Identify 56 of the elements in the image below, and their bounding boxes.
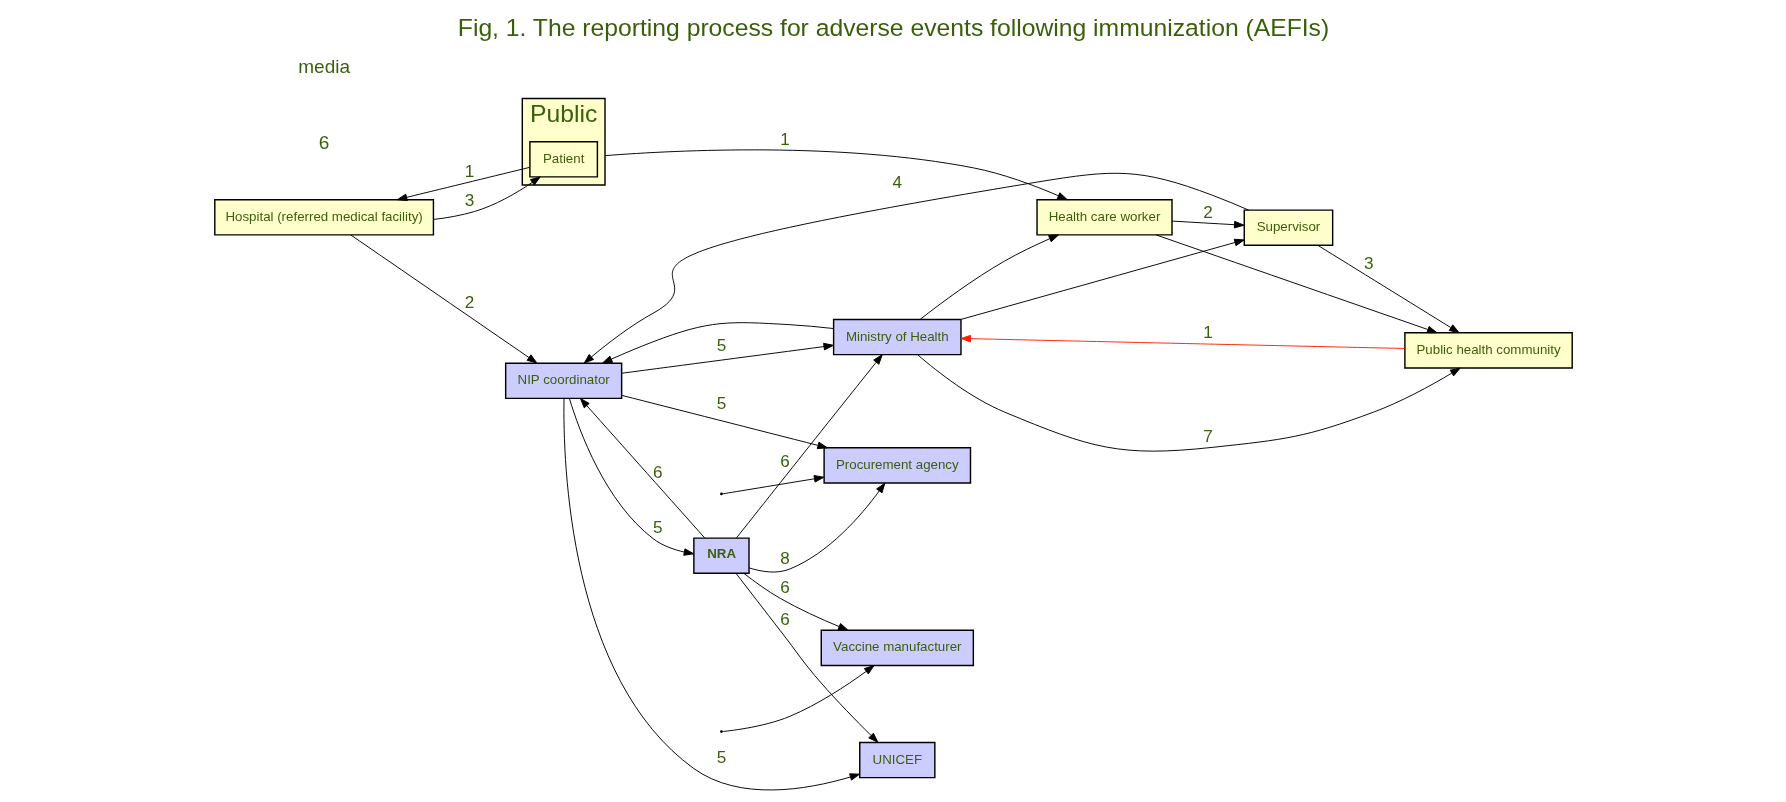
label: 6 bbox=[318, 131, 329, 153]
arrow bbox=[735, 354, 883, 539]
arrow bbox=[568, 398, 694, 556]
edge-label: 6 bbox=[652, 463, 663, 483]
edge-label: 5 bbox=[652, 518, 663, 538]
arrow bbox=[579, 398, 705, 539]
node-box: Public health community bbox=[1403, 332, 1573, 369]
edge-label: 5 bbox=[716, 748, 726, 768]
arrow bbox=[396, 166, 530, 202]
node-box: Hospital (referred medical facility) bbox=[213, 198, 434, 236]
edge-label: 6 bbox=[779, 610, 790, 630]
arrow bbox=[919, 234, 1059, 320]
arrow bbox=[1317, 245, 1460, 334]
node-box: Procurement agency bbox=[822, 447, 971, 484]
edge-label: 6 bbox=[779, 451, 790, 471]
node-box: NIP coordinator bbox=[504, 362, 622, 400]
arrow bbox=[735, 572, 878, 743]
edge-label: 3 bbox=[464, 191, 474, 211]
edge-label: 5 bbox=[716, 393, 726, 413]
edge-label: 2 bbox=[1202, 202, 1213, 222]
edge-label: 1 bbox=[779, 130, 790, 150]
arrow bbox=[583, 172, 1249, 364]
arrow bbox=[621, 342, 834, 374]
edge-label: 3 bbox=[1363, 253, 1374, 273]
node-box: Vaccine manufacturer bbox=[820, 629, 974, 667]
arrow bbox=[604, 149, 1068, 201]
arrow bbox=[349, 234, 537, 364]
node-box: Ministry of Health bbox=[832, 318, 962, 356]
edge-label: 1 bbox=[1202, 323, 1213, 343]
arrow bbox=[748, 482, 885, 573]
label: media bbox=[297, 55, 350, 77]
arrow bbox=[601, 322, 834, 364]
node-box: UNICEF bbox=[858, 741, 936, 779]
arrow bbox=[432, 176, 541, 220]
arrow bbox=[916, 354, 1461, 452]
node-box: NRA bbox=[692, 537, 750, 574]
edge-label: 5 bbox=[716, 335, 726, 355]
edge-label: 2 bbox=[464, 292, 474, 312]
edge-label: 7 bbox=[1202, 426, 1213, 446]
arrow bbox=[1171, 220, 1244, 229]
arrow bbox=[721, 475, 824, 495]
arrow bbox=[721, 665, 874, 732]
arrow bbox=[1155, 234, 1437, 334]
arrow bbox=[562, 398, 860, 791]
edge-label: 4 bbox=[892, 173, 902, 193]
edge-label: 8 bbox=[779, 548, 790, 568]
node-box: Supervisor bbox=[1243, 209, 1333, 247]
node-box: Health care worker bbox=[1035, 198, 1173, 236]
arrow bbox=[960, 238, 1245, 320]
arrow bbox=[960, 334, 1405, 349]
node-box: Patient bbox=[528, 141, 598, 178]
arrow bbox=[621, 394, 828, 450]
edge-label: 6 bbox=[779, 578, 790, 598]
edge-label: 1 bbox=[464, 161, 474, 181]
diagram-title: Fig, 1. The reporting process for adverse events following immunization (AEFIs) bbox=[457, 13, 1329, 41]
arrow bbox=[742, 572, 848, 631]
